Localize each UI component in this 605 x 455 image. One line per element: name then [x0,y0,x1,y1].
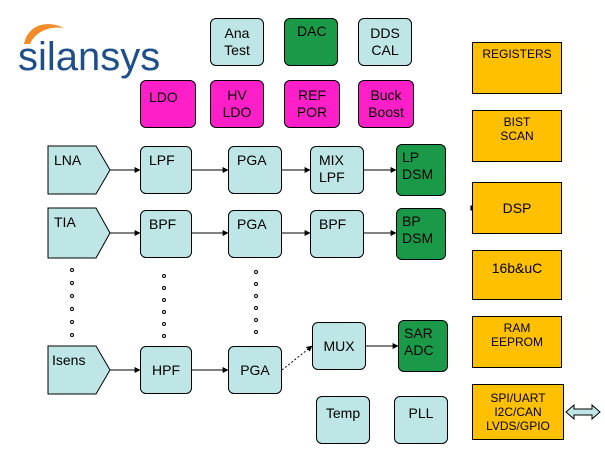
temp-block: Temp [316,396,370,444]
bpf-block-2: BPF [310,210,364,258]
buck-boost-block: Buck Boost [358,80,414,128]
isens-label: Isens [52,352,86,368]
mux-block: MUX [312,322,366,370]
isens-shape [47,345,111,395]
ram-eeprom-block: RAM EEPROM [472,316,562,368]
interfaces-block: SPI/UART I2C/CAN LVDS/GPIO [472,384,564,440]
bist-scan-block: BIST SCAN [472,110,562,162]
logo-swoosh-icon [24,24,64,44]
tia-label: TIA [54,214,76,230]
bp-dsm-block: BP DSM [396,208,446,260]
lna-label: LNA [54,152,82,168]
lp-dsm-block: LP DSM [396,144,446,196]
hpf-block: HPF [140,346,192,394]
registers-block: REGISTERS [472,42,562,94]
ldo-block: LDO [140,80,196,128]
interface-double-arrow-icon [565,403,601,421]
sar-adc-block: SAR ADC [398,320,448,372]
hv-ldo-block: HV LDO [210,80,264,128]
dac-block: DAC [284,18,338,66]
pll-block: PLL [394,396,448,444]
dsp-block: DSP [472,182,562,234]
tia-shape [47,207,111,259]
pga-block-tia: PGA [228,210,282,258]
bpf-block-tia: BPF [140,210,192,258]
pga-block-isens: PGA [228,346,282,394]
silansys-logo: silansys [14,14,174,94]
microcontroller-block: 16b&uC [472,250,562,300]
logo-text: silansys [18,35,160,79]
ref-por-block: REF POR [284,80,340,128]
lna-shape [47,145,111,195]
mix-lpf-block: MIX LPF [310,146,364,194]
dds-cal-block: DDS CAL [358,18,412,66]
ana-test-block: Ana Test [210,18,264,66]
lpf-block: LPF [140,146,192,194]
pga-block-lna: PGA [228,146,282,194]
